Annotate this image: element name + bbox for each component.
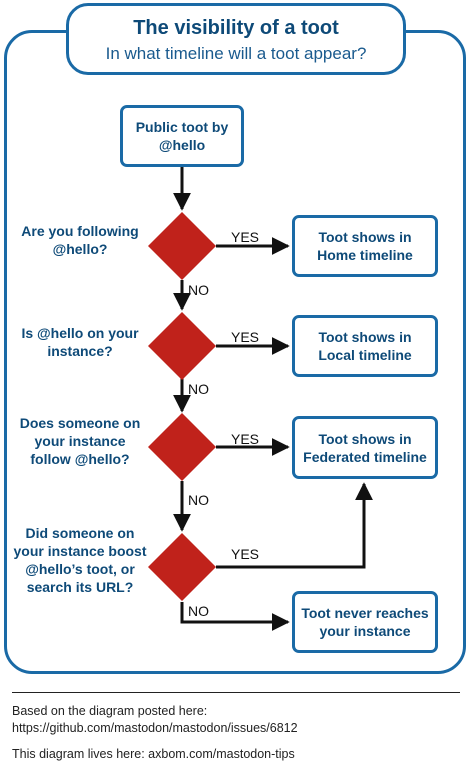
node-never-reaches: Toot never reaches your instance [292, 591, 438, 653]
footer-credit-url[interactable]: https://github.com/mastodon/mastodon/iss… [12, 721, 298, 735]
page-title: The visibility of a toot [133, 17, 339, 39]
footer-credit-line-1: Based on the diagram posted here: [12, 704, 208, 718]
edge-q4-never [180, 602, 290, 631]
node-home-timeline: Toot shows in Home timeline [292, 215, 438, 277]
label-no-1: NO [188, 282, 209, 298]
decision-diamond-4 [148, 533, 216, 601]
decision-diamond-3 [148, 413, 216, 481]
label-yes-4: YES [231, 546, 260, 562]
label-no-3: NO [188, 492, 209, 508]
label-yes-1: YES [231, 229, 260, 245]
footer-lives-here[interactable]: This diagram lives here: axbom.com/masto… [12, 747, 295, 761]
page-subtitle: In what timeline will a toot appear? [105, 44, 367, 63]
title-box: The visibility of a toot In what timelin… [66, 3, 406, 75]
question-following: Are you following @hello? [21, 223, 139, 257]
decision-diamond-1 [148, 212, 216, 280]
node-start: Public toot by @hello [120, 105, 244, 167]
question-someone-follows: Does someone on your instance follow @he… [19, 415, 141, 467]
label-no-4: NO [188, 603, 209, 619]
question-boost-or-search: Did someone on your instance boost @hell… [13, 525, 147, 595]
decision-diamond-2 [148, 312, 216, 380]
node-federated-timeline: Toot shows in Federated timeline [292, 416, 438, 479]
label-yes-2: YES [231, 329, 260, 345]
label-no-2: NO [188, 381, 209, 397]
edge-q4-federated [216, 482, 373, 569]
footer-divider [12, 692, 460, 693]
node-local-timeline: Toot shows in Local timeline [292, 315, 438, 377]
label-yes-3: YES [231, 431, 260, 447]
question-on-instance: Is @hello on your instance? [21, 325, 139, 359]
